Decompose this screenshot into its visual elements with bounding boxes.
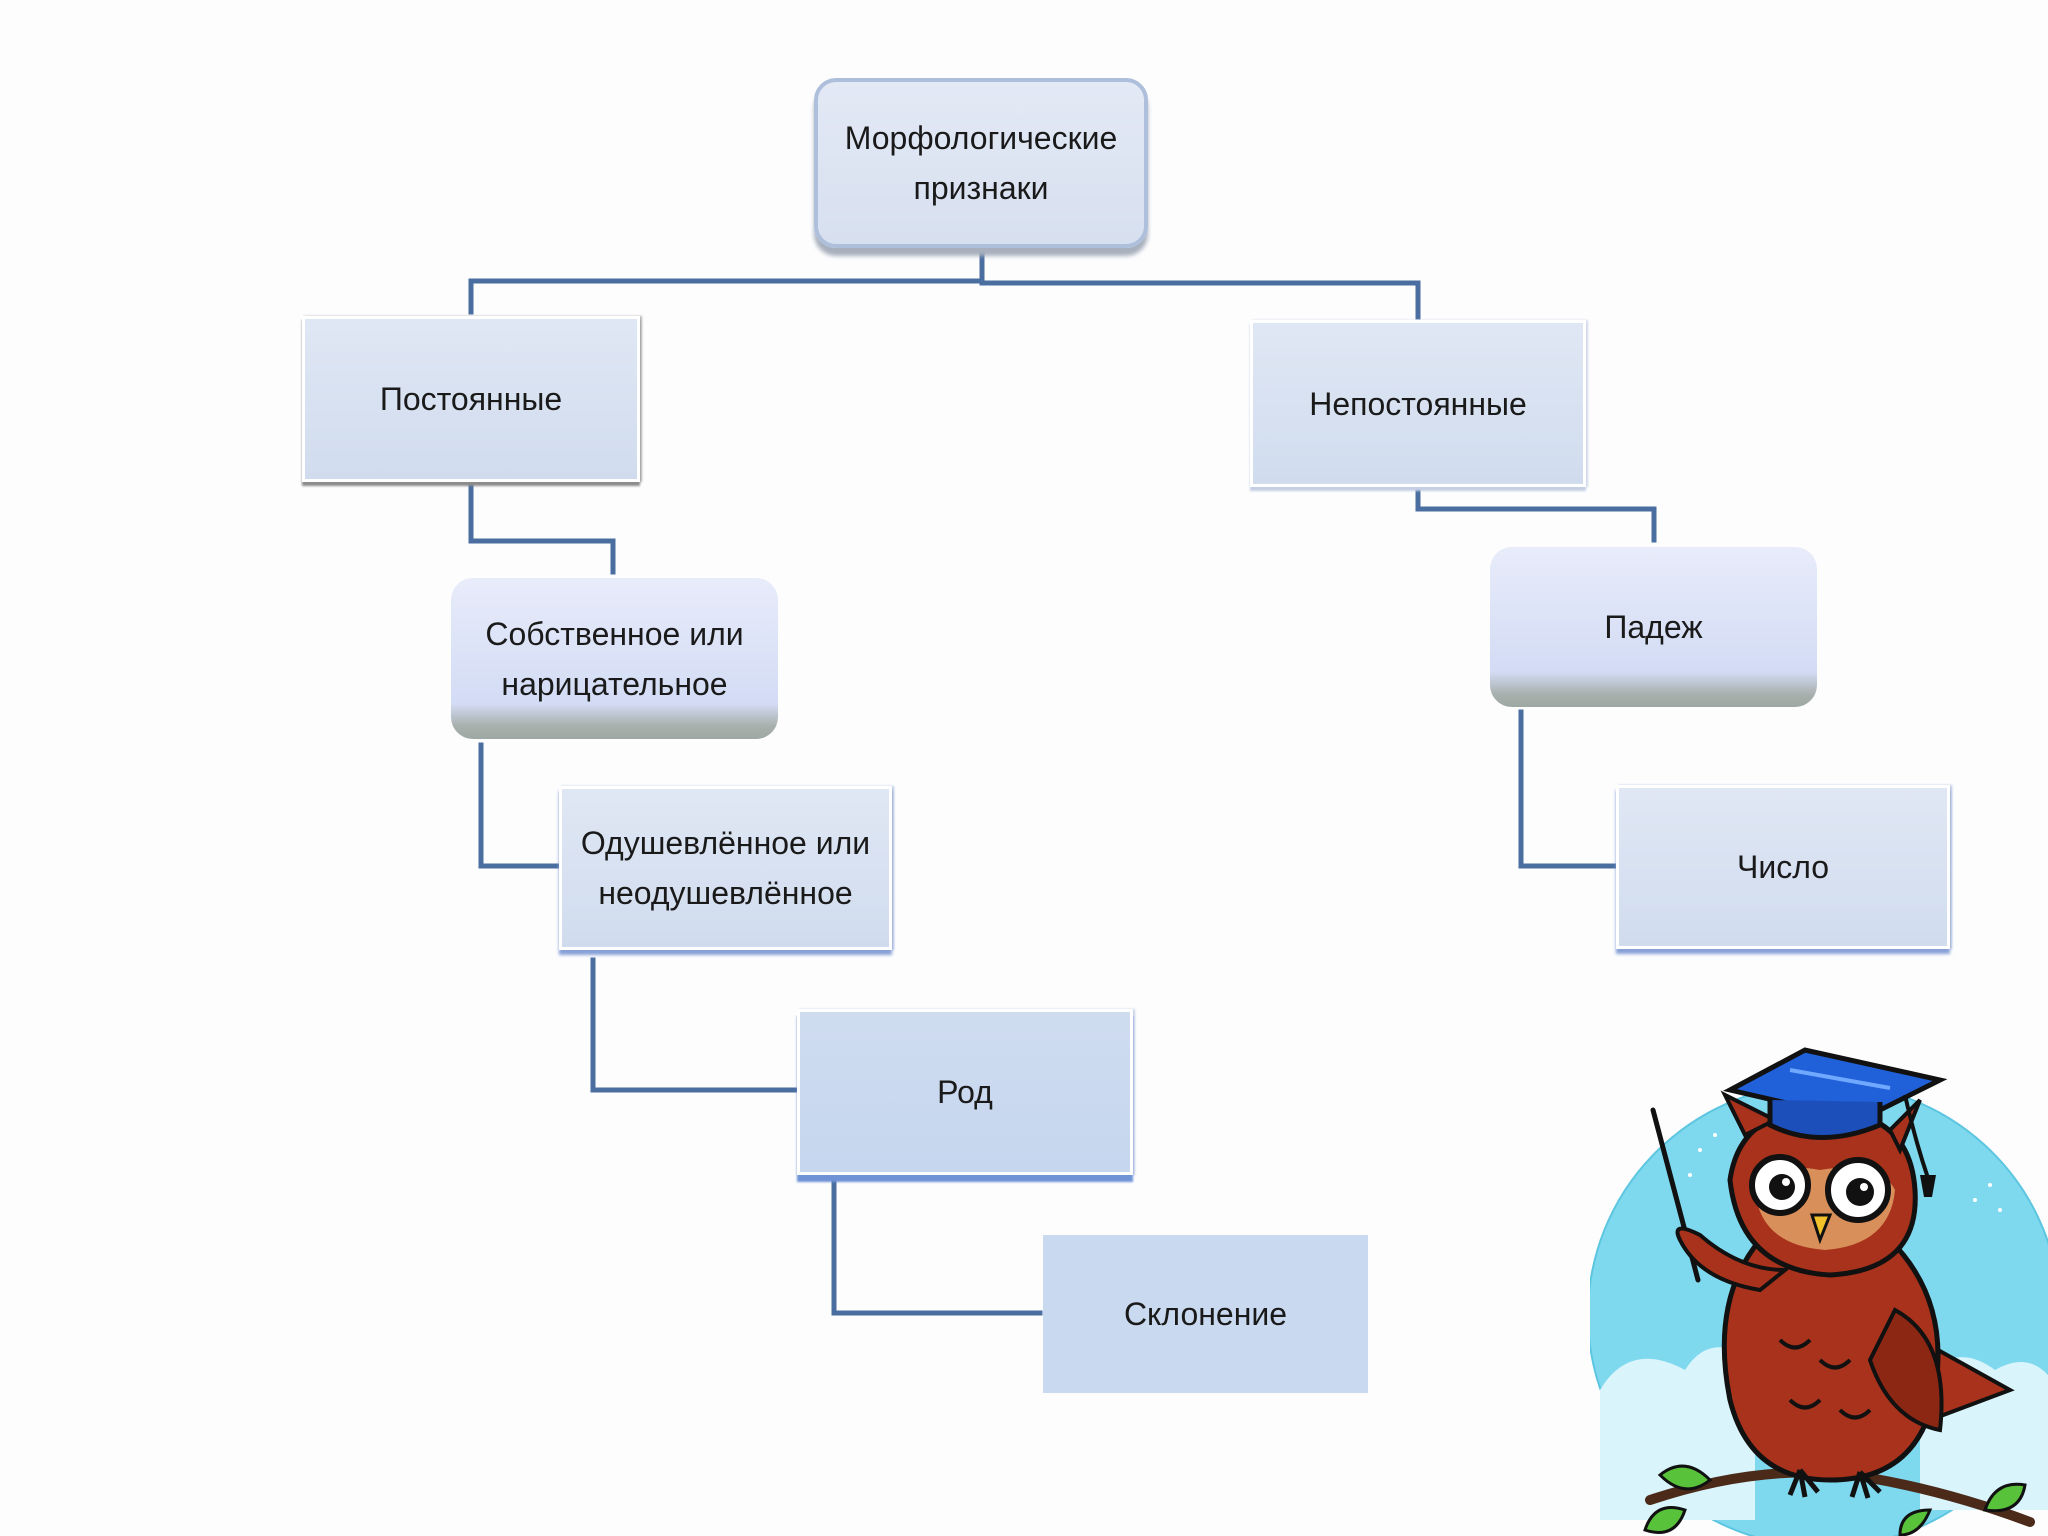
connector-case-number [1518,709,1617,869]
root-node-line1: Морфологические [844,120,1118,156]
nonpermanent-node-label: Непостоянные [1309,385,1527,422]
connector-gender-declension [831,1177,1043,1316]
number-node: Число [1616,785,1950,949]
animate-node: Одушевлённое или неодушевлённое [559,786,892,950]
permanent-node-label: Постоянные [379,381,563,417]
proper-common-node: Собственное или нарицательное [451,578,778,739]
gender-node-label: Род [937,1074,993,1110]
nonpermanent-node: Непостоянные [1250,320,1586,487]
connector-nonpermanent-case [1415,484,1657,543]
number-node-label: Число [1736,849,1830,885]
case-node-label: Падеж [1604,609,1703,645]
connector-animate-gender [590,957,799,1093]
proper-common-line1: Собственное или [485,615,744,652]
root-node-line2: признаки [913,170,1049,206]
owl-in-graduation-cap-icon [1590,1047,2048,1536]
root-node: Морфологические признаки [814,78,1148,248]
proper-common-line2: нарицательное [501,665,728,702]
animate-line1: Одушевлённое или [580,825,871,861]
animate-line2: неодушевлённое [598,875,853,911]
declension-node: Склонение [1043,1235,1368,1393]
declension-node-label: Склонение [1123,1296,1288,1332]
permanent-node: Постоянные [302,316,640,482]
gender-node: Род [797,1009,1133,1175]
connector-root-nonpermanent [979,278,1421,320]
case-node: Падеж [1490,547,1817,707]
connector-root-permanent [468,247,985,315]
connector-permanent-proper [468,482,616,575]
connector-proper-animate [478,742,561,869]
